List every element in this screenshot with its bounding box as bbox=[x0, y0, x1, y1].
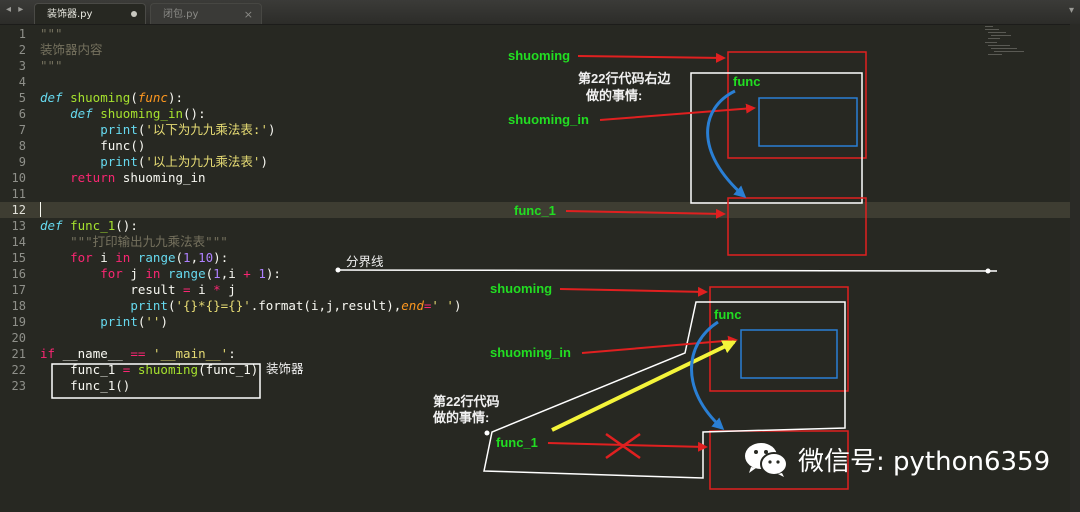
code-line: print('以上为九九乘法表') bbox=[100, 154, 268, 169]
nav-arrows-icon[interactable]: ◂ ▸ bbox=[6, 4, 26, 15]
line-number: 1 bbox=[18, 27, 26, 41]
code-line: def func_1(): bbox=[40, 218, 138, 233]
current-line-highlight bbox=[0, 202, 1080, 218]
line-number: 13 bbox=[11, 219, 26, 233]
divider-line bbox=[337, 269, 998, 272]
code-line: func() bbox=[100, 138, 146, 153]
line-number: 14 bbox=[11, 235, 26, 249]
chevron-down-icon[interactable]: ▾ bbox=[1068, 5, 1074, 16]
line-number: 17 bbox=[11, 283, 26, 297]
label-shuoming-2: shuoming bbox=[490, 281, 552, 296]
code-line: def shuoming(func): bbox=[40, 90, 184, 105]
line-number: 9 bbox=[18, 155, 26, 169]
tab-label: 装饰器.py bbox=[47, 9, 93, 20]
watermark-text: 微信号: python6359 bbox=[798, 446, 1051, 477]
code-line: func_1 = shuoming(func_1) bbox=[70, 362, 259, 377]
line-number: 12 bbox=[11, 203, 26, 217]
code-line: def shuoming_in(): bbox=[70, 106, 206, 121]
line-number: 21 bbox=[11, 347, 26, 361]
memory-box-func-1-2 bbox=[709, 430, 849, 490]
wechat-icon bbox=[745, 443, 788, 477]
line-number: 5 bbox=[18, 91, 26, 105]
line-number: 11 bbox=[11, 187, 26, 201]
close-icon[interactable]: × bbox=[243, 8, 253, 21]
desc-line-2-2: 做的事情: bbox=[432, 410, 489, 425]
code-line: func_1() bbox=[70, 378, 131, 393]
line-number: 6 bbox=[18, 107, 26, 121]
minimap[interactable] bbox=[985, 26, 1025, 58]
arrow-shuoming bbox=[577, 52, 726, 63]
code-line: """打印输出九九乘法表""" bbox=[70, 234, 228, 249]
label-shuoming-in: shuoming_in bbox=[508, 112, 589, 127]
cross-icon bbox=[605, 432, 641, 460]
label-func: func bbox=[733, 74, 760, 89]
line-number: 10 bbox=[11, 171, 26, 185]
scope-box-shuoming bbox=[690, 72, 863, 204]
arrow-func-1-to-shuoming-in bbox=[551, 340, 737, 432]
code-line: print('{}*{}={}'.format(i,j,result),end=… bbox=[130, 298, 462, 313]
label-func-1-2: func_1 bbox=[496, 435, 538, 450]
line-number: 8 bbox=[18, 139, 26, 153]
line-number: 15 bbox=[11, 251, 26, 265]
tab-label: 闭包.py bbox=[163, 9, 199, 20]
memory-box-shuoming-in bbox=[758, 97, 858, 147]
text-cursor bbox=[40, 202, 41, 218]
arrow-func-to-func-1-2 bbox=[690, 320, 725, 431]
memory-box-func-1 bbox=[727, 197, 867, 256]
code-line: result = i * j bbox=[130, 282, 236, 297]
memory-box-shuoming bbox=[727, 51, 867, 159]
highlight-box-line22-23 bbox=[51, 363, 261, 399]
line-number: 18 bbox=[11, 299, 26, 313]
decorator-label: 装饰器 bbox=[266, 361, 304, 376]
arrow-func-1 bbox=[565, 208, 726, 219]
line-number: 20 bbox=[11, 331, 26, 345]
code-line: """ bbox=[40, 26, 63, 41]
arrow-shuoming-2 bbox=[559, 286, 708, 297]
desc-line-1: 第22行代码右边 bbox=[578, 71, 671, 86]
label-func-1: func_1 bbox=[514, 203, 556, 218]
line-number: 7 bbox=[18, 123, 26, 137]
code-line: print('') bbox=[100, 314, 168, 329]
memory-box-shuoming-in-2 bbox=[740, 329, 838, 379]
line-number: 2 bbox=[18, 43, 26, 57]
code-line: 装饰器内容 bbox=[40, 42, 103, 57]
arrow-func-to-func-1 bbox=[706, 89, 747, 198]
unsaved-dot-icon[interactable] bbox=[131, 11, 137, 17]
code-line: print('以下为九九乘法表:') bbox=[100, 122, 276, 137]
line-number: 16 bbox=[11, 267, 26, 281]
code-line: return shuoming_in bbox=[70, 170, 206, 185]
memory-box-shuoming-2 bbox=[709, 286, 849, 392]
tab-decorator-py[interactable]: 装饰器.py bbox=[34, 3, 146, 24]
watermark: 微信号: python6359 bbox=[742, 440, 1050, 478]
arrow-shuoming-in-2 bbox=[581, 335, 738, 354]
label-shuoming: shuoming bbox=[508, 48, 570, 63]
code-line: if __name__ == '__main__': bbox=[40, 346, 236, 361]
code-line: """ bbox=[40, 58, 63, 73]
code-line: for j in range(1,i + 1): bbox=[100, 266, 281, 281]
vertical-scrollbar[interactable] bbox=[1070, 24, 1080, 512]
line-number: 4 bbox=[18, 75, 26, 89]
line-number: 19 bbox=[11, 315, 26, 329]
divider-label: 分界线 bbox=[346, 254, 384, 269]
line-number: 23 bbox=[11, 379, 26, 393]
arrow-shuoming-in bbox=[599, 103, 756, 121]
arrow-func-1-2 bbox=[547, 441, 708, 452]
code-line: for i in range(1,10): bbox=[70, 250, 229, 265]
label-func-2: func bbox=[714, 307, 741, 322]
line-number: 22 bbox=[11, 363, 26, 377]
label-shuoming-in-2: shuoming_in bbox=[490, 345, 571, 360]
tab-bar: ◂ ▸ 装饰器.py 闭包.py × ▾ bbox=[0, 0, 1080, 25]
line-number: 3 bbox=[18, 59, 26, 73]
desc-line-2: 做的事情: bbox=[585, 88, 642, 103]
desc-line-1-2: 第22行代码 bbox=[433, 394, 499, 409]
scope-region-2 bbox=[483, 301, 846, 479]
tab-closure-py[interactable]: 闭包.py × bbox=[150, 3, 262, 24]
